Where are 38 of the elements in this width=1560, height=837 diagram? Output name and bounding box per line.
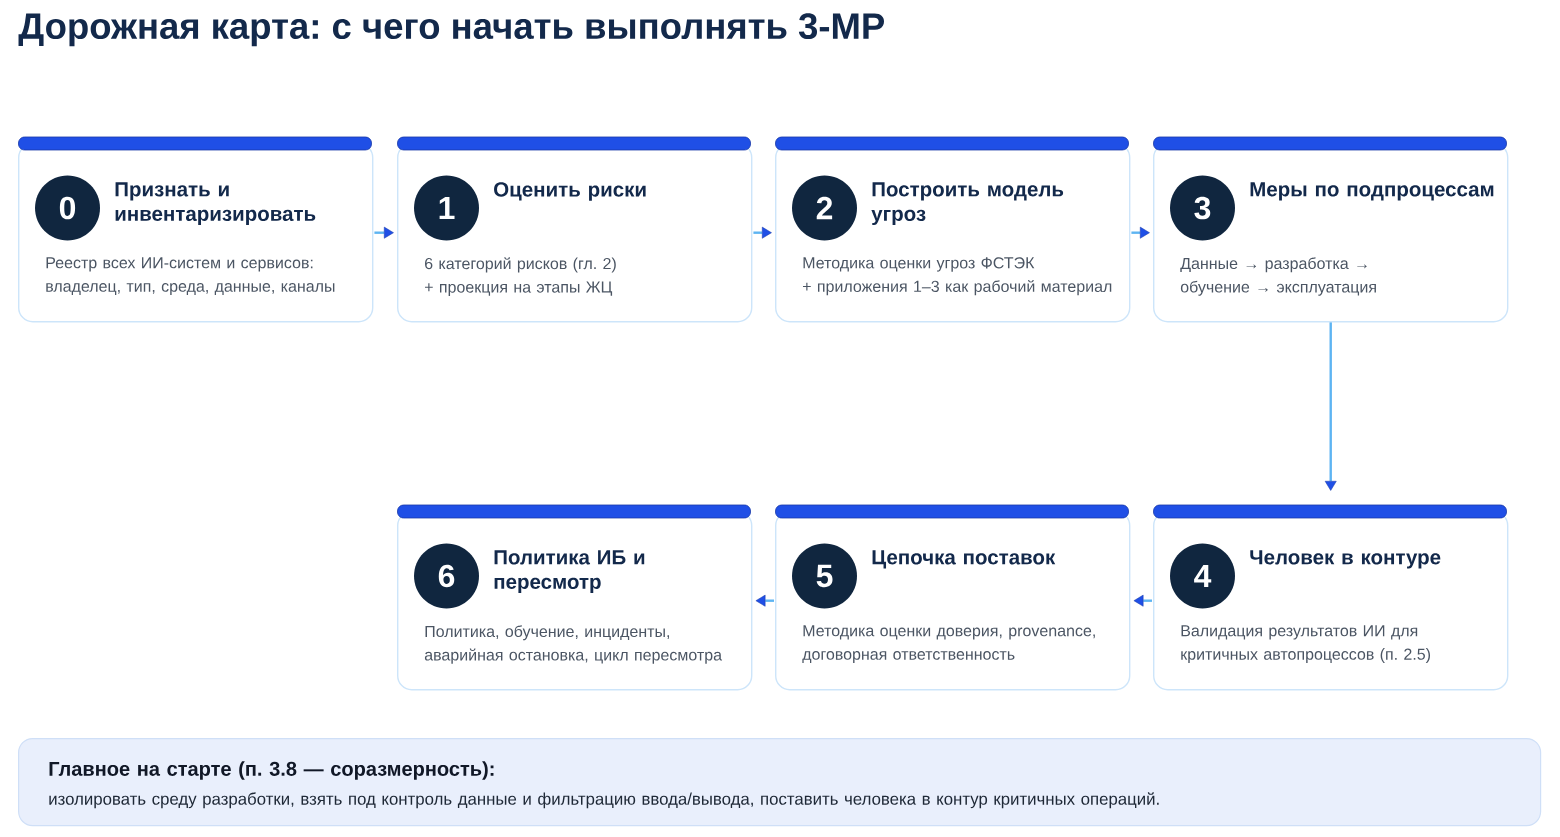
step-description: Политика, обучение, инциденты, аварийная остановка, цикл пересмотра bbox=[424, 625, 723, 664]
arrow bbox=[374, 226, 394, 239]
step-card bbox=[18, 136, 374, 323]
step-card bbox=[775, 136, 1131, 323]
number-badge: 6 bbox=[414, 543, 479, 609]
number-badge: 1 bbox=[414, 175, 479, 241]
number-badge: 2 bbox=[792, 175, 857, 241]
step-description: Методика оценки доверия, provenance, договорная ответственность bbox=[802, 625, 1095, 664]
step-title: Цепочка поставок bbox=[872, 550, 1056, 569]
number-badge: 4 bbox=[1170, 543, 1235, 609]
step-card bbox=[775, 504, 1131, 691]
step-card bbox=[397, 504, 753, 691]
step-card bbox=[1153, 136, 1509, 323]
step-title: Оценить риски bbox=[494, 182, 646, 201]
step-card bbox=[1153, 504, 1509, 691]
number-badge: 3 bbox=[1170, 175, 1235, 241]
step-card bbox=[397, 136, 753, 323]
step-description: Валидация результатов ИИ для критичных автопроцессов (п. 2.5) bbox=[1181, 625, 1430, 664]
step-title: Построить модель угроз bbox=[871, 182, 1064, 226]
arrow bbox=[755, 594, 774, 607]
step-description: Данные → разработка → обучение → эксплуатация bbox=[1180, 257, 1376, 296]
arrow bbox=[1133, 594, 1152, 607]
number-badge: 5 bbox=[792, 543, 857, 609]
note-box bbox=[18, 738, 1542, 827]
arrow bbox=[753, 226, 772, 239]
step-description: Реестр всех ИИ-систем и сервисов: владелец, тип, среда, данные, каналы bbox=[46, 257, 335, 296]
arrow bbox=[1131, 226, 1150, 239]
step-description: Методика оценки угроз ФСТЭК + приложения 1–3 как рабочий материал bbox=[803, 257, 1112, 296]
step-title: Политика ИБ и пересмотр bbox=[494, 550, 645, 594]
step-title: Человек в контуре bbox=[1250, 550, 1441, 569]
title: Дорожная карта: с чего начать выполнять 3-МР bbox=[18, 13, 884, 47]
arrow bbox=[1324, 322, 1337, 491]
step-title: Признать и инвентаризировать bbox=[115, 182, 316, 226]
step-description: 6 категорий рисков (гл. 2) + проекция на этапы ЖЦ bbox=[425, 257, 616, 296]
note-text: изолировать среду разработки, взять под контроль данные и фильтрацию ввода/вывода, поставить человека в контур критичных операций. bbox=[49, 792, 1159, 809]
note-heading: Главное на старте (п. 3.8 — соразмерность): bbox=[49, 761, 494, 780]
step-title: Меры по подпроцессам bbox=[1250, 182, 1494, 201]
number-badge: 0 bbox=[35, 175, 100, 241]
